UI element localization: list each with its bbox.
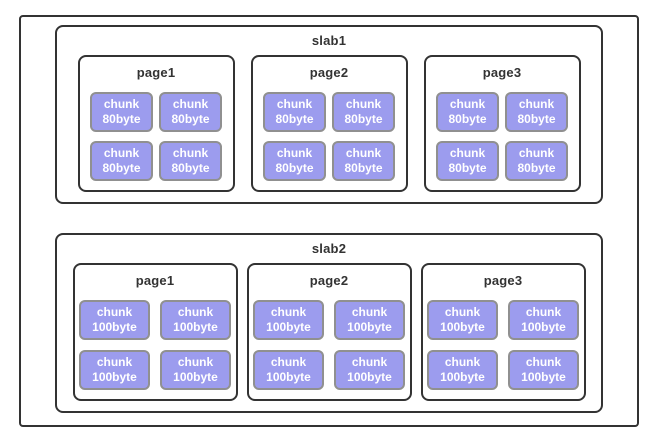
chunk-label-line2: 100byte [266,320,311,334]
chunk: chunk 80byte [263,141,326,181]
chunk-label-line1: chunk [444,355,481,369]
chunk: chunk 80byte [436,141,499,181]
chunk-label-line2: 100byte [266,370,311,384]
slab2-page2-title: page2 [309,273,349,288]
slab1-box: slab1 page1 chunk 80byte chunk 80byte [55,25,603,204]
chunk: chunk 80byte [332,141,395,181]
chunk-label-line2: 80byte [517,161,556,175]
slab2-page1-chunk-grid: chunk 100byte chunk 100byte chunk 100byt… [79,300,231,390]
chunk-label-line1: chunk [351,305,388,319]
chunk-label-line1: chunk [177,355,214,369]
chunk-label-line1: chunk [525,305,562,319]
chunk: chunk 80byte [436,92,499,132]
chunk-label-line2: 100byte [347,320,392,334]
slab2-page1-title: page1 [135,273,175,288]
chunk-label-line2: 100byte [347,370,392,384]
chunk-label-line1: chunk [177,305,214,319]
chunk-label-line1: chunk [103,146,140,160]
chunk-label-line1: chunk [351,355,388,369]
chunk: chunk 80byte [332,92,395,132]
chunk: chunk 100byte [253,300,324,340]
chunk: chunk 100byte [427,300,498,340]
chunk: chunk 80byte [159,92,222,132]
chunk-label-line1: chunk [444,305,481,319]
chunk: chunk 100byte [79,300,150,340]
chunk: chunk 100byte [427,350,498,390]
chunk-label-line1: chunk [270,355,307,369]
slab2-page2-chunk-grid: chunk 100byte chunk 100byte chunk 100byt… [253,300,405,390]
slab1-pages-row: page1 chunk 80byte chunk 80byte chunk 80 [57,55,601,202]
chunk: chunk 80byte [90,141,153,181]
slab1-page3-chunk-grid: chunk 80byte chunk 80byte chunk 80byte [436,92,568,181]
chunk-label-line2: 80byte [344,161,383,175]
chunk-label-line1: chunk [103,97,140,111]
chunk: chunk 100byte [160,300,231,340]
slab1-page2-box: page2 chunk 80byte chunk 80byte chunk 80 [250,55,408,192]
chunk-label-line2: 80byte [344,112,383,126]
chunk-label-line1: chunk [96,305,133,319]
slab1-title: slab1 [311,33,347,48]
slab1-page3-box: page3 chunk 80byte chunk 80byte chunk 80 [423,55,581,192]
chunk-label-line2: 100byte [440,320,485,334]
chunk: chunk 80byte [159,141,222,181]
slab1-page2-title: page2 [309,65,349,80]
chunk: chunk 80byte [90,92,153,132]
chunk: chunk 100byte [79,350,150,390]
chunk-label-line1: chunk [276,97,313,111]
chunk: chunk 100byte [508,350,579,390]
chunk-label-line2: 80byte [102,161,141,175]
chunk: chunk 100byte [334,300,405,340]
slab2-page3-title: page3 [483,273,523,288]
slab2-page2-box: page2 chunk 100byte chunk 100byte chunk [246,263,412,401]
chunk: chunk 80byte [263,92,326,132]
chunk-label-line2: 80byte [275,112,314,126]
chunk-label-line1: chunk [172,146,209,160]
chunk-label-line2: 100byte [440,370,485,384]
chunk-label-line1: chunk [270,305,307,319]
slab2-pages-row: page1 chunk 100byte chunk 100byte chunk [57,263,601,411]
slab2-title: slab2 [311,241,347,256]
chunk-label-line1: chunk [276,146,313,160]
chunk: chunk 100byte [508,300,579,340]
slab2-page3-chunk-grid: chunk 100byte chunk 100byte chunk 100byt… [427,300,579,390]
chunk-label-line2: 100byte [173,320,218,334]
chunk-label-line2: 100byte [173,370,218,384]
chunk-label-line2: 80byte [448,112,487,126]
slab1-page2-chunk-grid: chunk 80byte chunk 80byte chunk 80byte [263,92,395,181]
slab1-page1-chunk-grid: chunk 80byte chunk 80byte chunk 80byte [90,92,222,181]
chunk-label-line1: chunk [96,355,133,369]
chunk-label-line1: chunk [449,146,486,160]
chunk-label-line2: 100byte [521,320,566,334]
chunk-label-line1: chunk [172,97,209,111]
slab2-page3-box: page3 chunk 100byte chunk 100byte chunk [420,263,586,401]
chunk-label-line2: 80byte [171,161,210,175]
chunk-label-line1: chunk [449,97,486,111]
chunk-label-line2: 80byte [275,161,314,175]
chunk-label-line1: chunk [518,146,555,160]
chunk-label-line2: 100byte [521,370,566,384]
chunk-label-line1: chunk [345,97,382,111]
slab1-page1-title: page1 [136,65,176,80]
chunk-label-line2: 80byte [517,112,556,126]
chunk-label-line1: chunk [525,355,562,369]
slab2-box: slab2 page1 chunk 100byte chunk 100byte [55,233,603,413]
chunk-label-line1: chunk [518,97,555,111]
chunk: chunk 80byte [505,141,568,181]
chunk-label-line1: chunk [345,146,382,160]
slab1-page1-box: page1 chunk 80byte chunk 80byte chunk 80 [77,55,235,192]
chunk: chunk 80byte [505,92,568,132]
diagram-outer-frame: slab1 page1 chunk 80byte chunk 80byte [19,15,639,427]
chunk-label-line2: 80byte [448,161,487,175]
chunk-label-line2: 80byte [171,112,210,126]
chunk-label-line2: 80byte [102,112,141,126]
chunk-label-line2: 100byte [92,370,137,384]
chunk: chunk 100byte [160,350,231,390]
slab2-page1-box: page1 chunk 100byte chunk 100byte chunk [72,263,238,401]
chunk-label-line2: 100byte [92,320,137,334]
chunk: chunk 100byte [253,350,324,390]
chunk: chunk 100byte [334,350,405,390]
slab1-page3-title: page3 [482,65,522,80]
